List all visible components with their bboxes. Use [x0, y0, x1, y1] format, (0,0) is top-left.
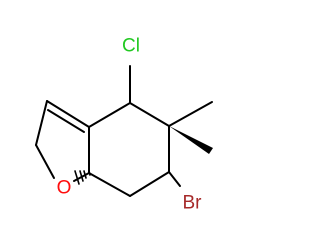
bond-c6-c7 [129, 171, 170, 197]
bond-c7-c7a [88, 172, 131, 197]
bond-c3a-c4 [88, 102, 131, 128]
bond-c6-br [168, 171, 181, 187]
molecule-structure-diagram: Cl O Br [35, 36, 213, 214]
atom-label-cl: Cl [122, 36, 140, 57]
bond-c3-c3a [46, 100, 90, 128]
hash-bond-c7a-h [74, 170, 91, 185]
atom-label-br: Br [183, 193, 203, 214]
wedge-c5-methyl-lower [169, 126, 213, 154]
bond-c3-c3a-double [47, 109, 85, 133]
bond-c5-methyl-upper [168, 101, 213, 127]
bond-c2-o [35, 144, 55, 179]
bond-c4-c5 [129, 102, 170, 127]
bond-c3-c2 [35, 100, 48, 146]
atom-label-o: O [57, 178, 72, 199]
